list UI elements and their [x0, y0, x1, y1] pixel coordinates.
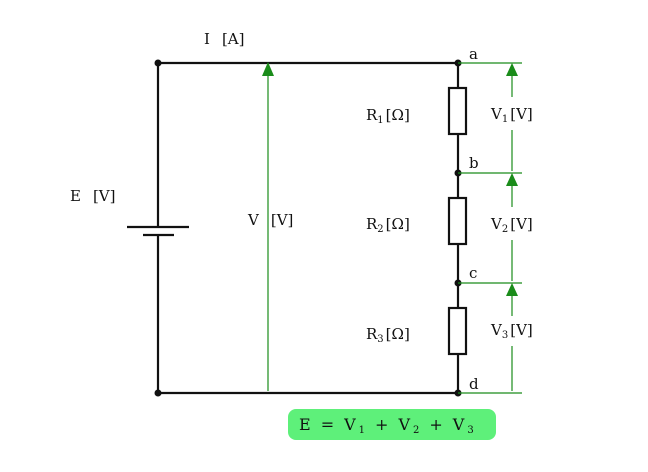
resistor-label-r3: R3[Ω]	[366, 325, 410, 345]
drop-label-v1: V1[V]	[490, 105, 533, 125]
node-label-c: c	[469, 264, 477, 282]
total-voltage-arrow	[262, 62, 274, 391]
resistor-r2	[447, 196, 468, 246]
drop-arrow-v3	[506, 283, 518, 391]
junction-top-left	[154, 59, 162, 67]
total-voltage-arrowhead	[262, 62, 274, 76]
drop-label-v2: V2[V]	[490, 215, 533, 235]
node-label-b: b	[469, 154, 479, 172]
circuit-wires	[156, 61, 460, 395]
node-label-a: a	[469, 45, 478, 63]
total-voltage-label: V[V]	[247, 211, 293, 229]
resistor-r1	[447, 86, 468, 136]
resistor-label-r1: R1[Ω]	[366, 106, 410, 126]
junction-bottom-left	[154, 389, 162, 397]
node-label-d: d	[469, 375, 479, 393]
source-label: E[V]	[70, 187, 116, 205]
resistor-label-r2: R2[Ω]	[366, 215, 410, 235]
resistor-r3	[447, 306, 468, 356]
battery-symbol	[127, 225, 189, 237]
drop-tick-lines	[458, 62, 522, 394]
drop-arrow-v2	[506, 173, 518, 281]
equation-background	[288, 409, 496, 440]
current-label: I[A]	[204, 30, 244, 48]
drop-label-v3: V3[V]	[490, 321, 533, 341]
drop-arrow-v1	[506, 63, 518, 171]
